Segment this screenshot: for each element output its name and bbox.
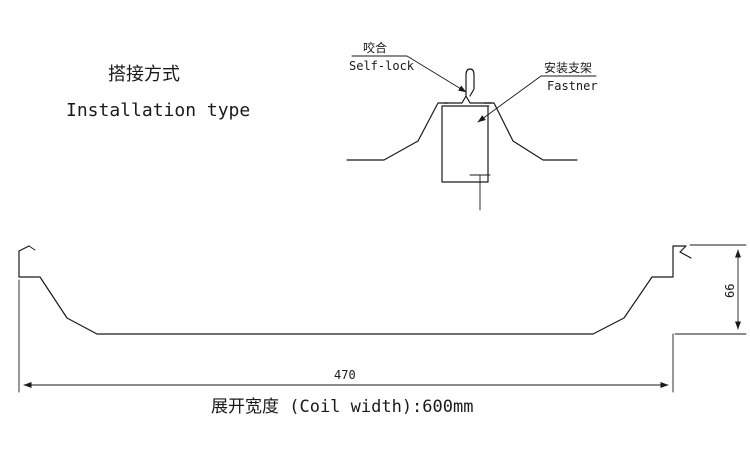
seam-left-panel — [346, 102, 449, 161]
fastener-label-cn: 安装支架 — [544, 60, 592, 75]
fastener-bracket — [441, 105, 489, 183]
height-dimension: 66 — [674, 244, 747, 335]
fastener-leader — [477, 75, 597, 123]
width-value: 470 — [334, 368, 356, 382]
width-dimension: 470 — [18, 279, 674, 393]
coil-width-caption: 展开宽度 (Coil width):600mm — [211, 397, 473, 417]
panel-left-hook — [28, 245, 36, 251]
seam-rib-top — [443, 95, 493, 104]
self-lock-hook — [465, 68, 475, 97]
self-lock-label-cn: 咬合 — [363, 40, 387, 55]
title-english: Installation type — [66, 100, 250, 121]
height-value: 66 — [723, 284, 737, 298]
fastener-label-en: Fastner — [547, 79, 598, 93]
seam-detail — [346, 68, 578, 211]
self-lock-leader — [351, 55, 467, 93]
seam-right-panel — [483, 102, 578, 161]
self-lock-label-en: Self-lock — [349, 59, 415, 73]
title-chinese: 搭接方式 — [108, 64, 180, 85]
panel-profile — [18, 245, 692, 335]
